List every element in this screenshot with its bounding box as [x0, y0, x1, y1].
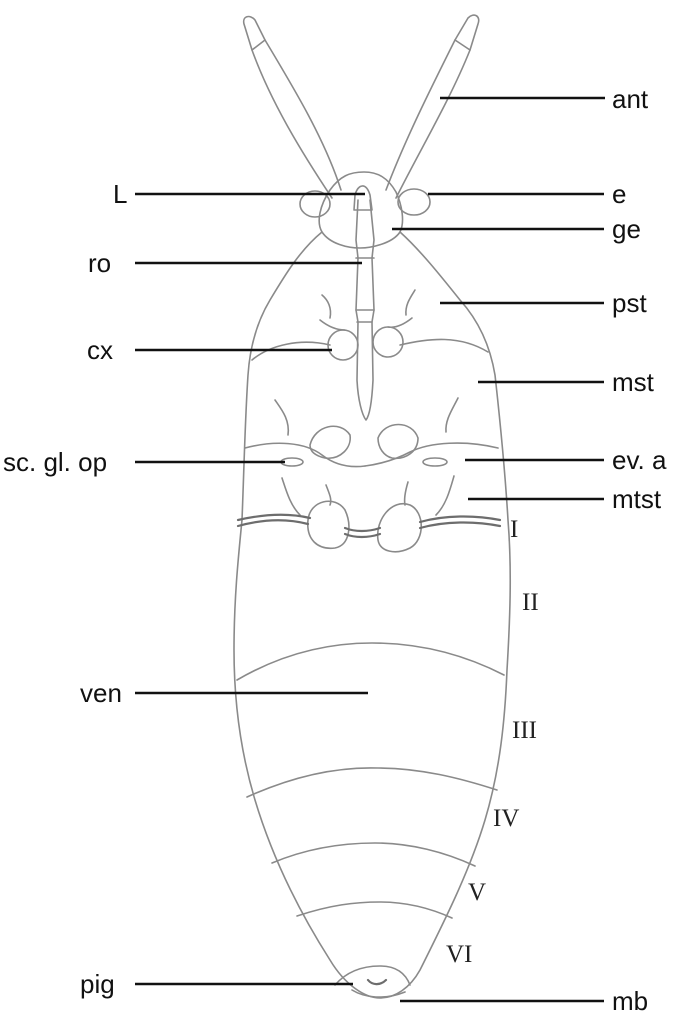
rostrum	[356, 200, 374, 420]
label-pig: pig	[80, 971, 115, 997]
mesosternum	[245, 398, 498, 467]
label-mst: mst	[612, 369, 654, 395]
label-ev-a: ev. a	[612, 447, 666, 473]
label-pst: pst	[612, 290, 647, 316]
label-mb: mb	[612, 988, 648, 1014]
segment-V: V	[468, 880, 486, 905]
label-sc-gl-op: sc. gl. op	[3, 449, 107, 475]
label-mtst: mtst	[612, 486, 661, 512]
label-e: e	[612, 181, 626, 207]
label-ven: ven	[80, 680, 122, 706]
segment-I: I	[510, 517, 518, 542]
leader-lines	[135, 98, 605, 1001]
label-ro: ro	[88, 250, 111, 276]
label-L: L	[113, 181, 127, 207]
segment-IV: IV	[493, 806, 519, 831]
segment-VI: VI	[446, 942, 472, 967]
segment-III: III	[512, 718, 537, 743]
antennae	[244, 15, 479, 198]
segment-II: II	[522, 590, 539, 615]
head	[300, 172, 430, 248]
metasternum	[238, 476, 500, 552]
label-ge: ge	[612, 216, 641, 242]
label-cx: cx	[87, 337, 113, 363]
label-ant: ant	[612, 86, 648, 112]
